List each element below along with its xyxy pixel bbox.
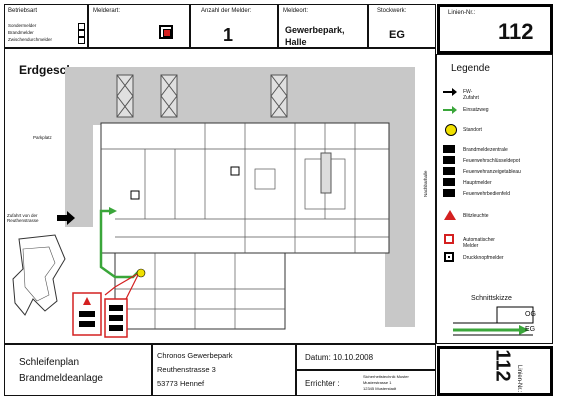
status-box: Betriebsart Sondermelder Brandmelder Zwi…	[4, 4, 88, 48]
linien-box-top: Linien-Nr.: 112	[437, 4, 553, 54]
status-title: Betriebsart	[8, 8, 38, 14]
bmz-icon	[443, 145, 455, 153]
linien-value-bottom: 112	[491, 349, 514, 382]
meldeort-value-1: Gewerbepark,	[285, 25, 345, 35]
footer-plan-box: Schleifenplan Brandmeldeanlage	[4, 344, 152, 396]
schnitt-title: Schnittskizze	[471, 295, 512, 302]
og-label: OG	[525, 311, 536, 318]
errichter-label: Errichter :	[305, 379, 340, 388]
linien-box-bottom: 112 Linien-Nr.:	[437, 346, 553, 396]
meldeort-value-2: Halle	[285, 37, 307, 47]
footer-errichter-box: Errichter : Sicherheitstechnik Muster Mu…	[296, 370, 436, 396]
map-frame: Erdgeschoss Parkplatz Zufahrt von der Re…	[4, 48, 436, 344]
melderart-label: Melderart:	[93, 8, 121, 14]
parking-label: Parkplatz	[33, 135, 52, 140]
plan-name-1: Schleifenplan	[19, 357, 80, 368]
linien-label-bottom: Linien-Nr.:	[516, 365, 522, 393]
fbf-icon	[443, 189, 455, 197]
datum-text: Datum: 10.10.2008	[305, 353, 374, 362]
linien-value-top: 112	[498, 19, 534, 44]
melderart-box: Melderart:	[88, 4, 190, 48]
floor-plan	[12, 67, 415, 338]
manual-detector-icon	[444, 252, 454, 262]
status-line-2: Brandmelder	[8, 30, 34, 35]
plan-name-2: Brandmeldeanlage	[19, 373, 103, 384]
stockwerk-label: Stockwerk:	[377, 8, 407, 14]
errichter-detail-3: 12345 Musterstadt	[363, 386, 397, 391]
errichter-detail-1: Sicherheitstechnik Muster	[363, 374, 409, 379]
meldeort-box: Meldeort: Gewerbepark, Halle	[278, 4, 368, 48]
address-line-3: 53773 Hennef	[157, 379, 205, 388]
flash-icon	[444, 210, 456, 220]
status-line-1: Sondermelder	[8, 23, 37, 28]
address-line-2: Reuthenstrasse 3	[157, 365, 216, 374]
status-checkbox-3[interactable]	[78, 37, 85, 44]
meldeort-label: Meldeort:	[283, 8, 309, 14]
stockwerk-value: EG	[389, 29, 405, 41]
green-arrow-icon	[443, 106, 457, 114]
footer-address-box: Chronos Gewerbepark Reuthenstrasse 3 537…	[152, 344, 296, 396]
section-sketch	[453, 306, 534, 336]
linien-label-top: Linien-Nr.:	[448, 10, 476, 16]
yellow-dot-icon	[445, 124, 457, 136]
stockwerk-box: Stockwerk: EG	[368, 4, 436, 48]
fsd-icon	[443, 156, 455, 164]
anzahl-box: Anzahl der Melder: 1	[190, 4, 278, 48]
status-line-3: Zwischendurchmelder	[8, 37, 53, 42]
legend-title: Legende	[451, 63, 490, 74]
anzahl-label: Anzahl der Melder:	[201, 8, 252, 14]
legend-panel: Legende FW-Zufahrt Einsatzweg Standort B…	[436, 54, 553, 344]
black-arrow-icon	[443, 88, 457, 96]
auto-detector-icon	[444, 234, 454, 244]
footer-datum-box: Datum: 10.10.2008	[296, 344, 436, 370]
entry-label: Zufahrt von der Reuthenstrasse	[7, 213, 39, 223]
errichter-detail-2: Musterstrasse 1	[363, 380, 392, 385]
hm-icon	[443, 178, 455, 186]
status-checkbox-2[interactable]	[78, 30, 85, 37]
status-checkbox-1[interactable]	[78, 23, 85, 30]
fat-icon	[443, 167, 455, 175]
address-line-1: Chronos Gewerbepark	[157, 351, 233, 360]
anzahl-value: 1	[223, 25, 234, 45]
eg-label: EG	[525, 326, 536, 333]
manual-detector-symbol	[159, 25, 173, 39]
